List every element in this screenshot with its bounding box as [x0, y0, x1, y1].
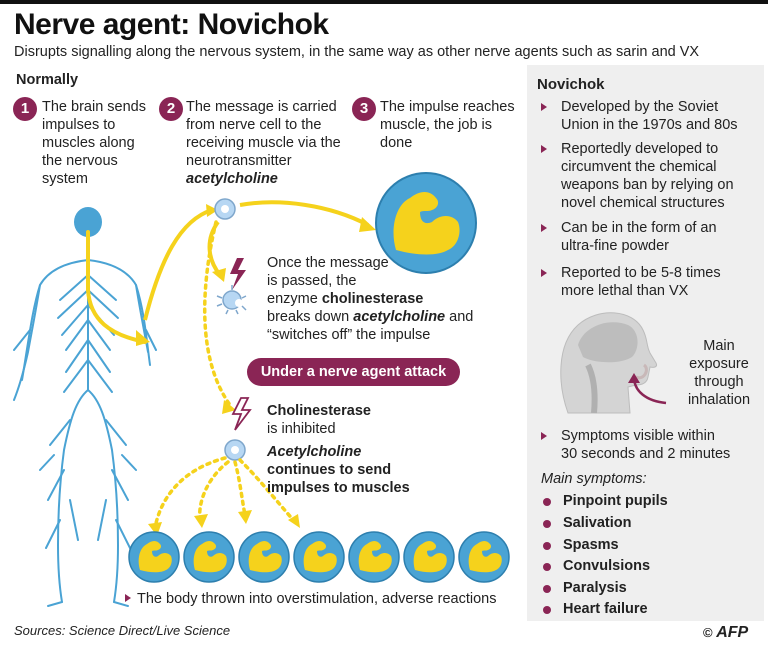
- bullet-icon: [541, 224, 547, 232]
- arrow-to-muscle: [239, 200, 369, 227]
- bullet-icon: [541, 432, 547, 440]
- head-profile-icon: [560, 312, 667, 414]
- flexed-arm-icon: [293, 531, 345, 583]
- step-number: 3: [352, 97, 376, 121]
- top-rule: [0, 0, 768, 4]
- bullet-icon: [541, 269, 547, 277]
- bullet-icon: [543, 498, 551, 506]
- enzyme-icon: [216, 285, 247, 315]
- symptom-item: Salivation: [543, 515, 632, 531]
- bullet-icon: [541, 103, 547, 111]
- normally-heading: Normally: [16, 72, 79, 88]
- flexed-arm-icon: [183, 531, 235, 583]
- flexed-arm-icon: [348, 531, 400, 583]
- passed-text: Once the message is passed, the enzyme c…: [267, 255, 474, 343]
- sources-note: Sources: Science Direct/Live Science: [14, 623, 231, 638]
- attack-label: Under a nerve agent attack: [247, 358, 460, 386]
- symptom-item: Spasms: [543, 537, 619, 553]
- exposure-note: Main exposure through inhalation: [687, 338, 751, 408]
- symptoms-heading: Main symptoms:: [541, 471, 647, 487]
- fact-item: Reportedly developed to circumvent the c…: [541, 140, 734, 212]
- bullet-icon: [543, 606, 551, 614]
- fact-item: Reported to be 5-8 times more lethal tha…: [541, 264, 721, 300]
- continues-text: Acetylcholine continues to send impulses…: [267, 444, 410, 496]
- symptom-item: Pinpoint pupils: [543, 493, 668, 509]
- result-note: The body thrown into overstimulation, ad…: [125, 591, 496, 607]
- flexed-arm-icon: [458, 531, 510, 583]
- arrow-to-neuron: [143, 208, 213, 321]
- lightning-icon: [230, 258, 246, 290]
- bullet-icon: [543, 542, 551, 550]
- panel-title: Novichok: [537, 76, 605, 93]
- body-nerve-icon: [13, 207, 157, 607]
- step-2-text: The message is carried from nerve cell t…: [186, 99, 341, 187]
- inhibited-text: Cholinesterase is inhibited: [267, 403, 371, 437]
- nerve-diagram: [13, 172, 477, 607]
- fact-item: Symptoms visible within 30 seconds and 2…: [541, 427, 730, 463]
- bullet-icon: [543, 520, 551, 528]
- flexed-arm-icon: [238, 531, 290, 583]
- fact-item: Developed by the Soviet Union in the 197…: [541, 98, 738, 134]
- step-number: 1: [13, 97, 37, 121]
- flexed-arm-icon: [403, 531, 455, 583]
- step-1-text: The brain sends impulses to muscles alon…: [42, 99, 146, 187]
- symptom-item: Heart failure: [543, 601, 648, 617]
- afp-logo: AFP: [716, 624, 749, 641]
- muscle-row: [128, 531, 510, 583]
- symptom-item: Convulsions: [543, 558, 650, 574]
- page-subtitle: Disrupts signalling along the nervous sy…: [14, 44, 700, 60]
- flexed-arm-icon: [393, 192, 460, 255]
- bullet-icon: [543, 563, 551, 571]
- dotted-arrows: [153, 456, 297, 530]
- step-3-text: The impulse reaches muscle, the job is d…: [380, 99, 515, 151]
- bullet-icon: [543, 585, 551, 593]
- bullet-icon: [125, 594, 131, 602]
- symptom-item: Paralysis: [543, 580, 627, 596]
- fact-item: Can be in the form of an ultra-fine powd…: [541, 219, 717, 255]
- step-number: 2: [159, 97, 183, 121]
- bullet-icon: [541, 145, 547, 153]
- dotted-path: [202, 220, 232, 407]
- flexed-arm-icon: [128, 531, 180, 583]
- page-title: Nerve agent: Novichok: [14, 8, 329, 41]
- signal-path: [86, 230, 147, 344]
- lightning-icon: [231, 397, 252, 431]
- credit: © AFP: [703, 624, 749, 641]
